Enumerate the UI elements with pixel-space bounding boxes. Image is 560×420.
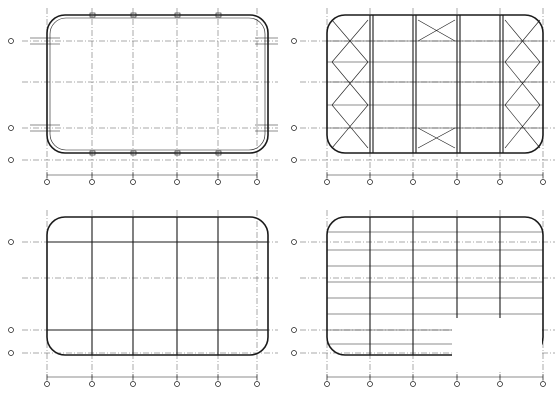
axis-bubbles-p3 <box>8 239 260 387</box>
floor-edge-p4 <box>326 216 544 356</box>
cross-bracing-p2 <box>331 19 541 149</box>
purlins-p2 <box>327 40 543 129</box>
main-trusses-p2 <box>369 15 504 153</box>
dimension-line-p3 <box>46 374 258 380</box>
edge-beam-p1 <box>49 17 266 151</box>
dimension-line-p4 <box>326 374 544 380</box>
dimension-line-p2 <box>326 172 544 178</box>
grid-axes-p1 <box>22 8 278 185</box>
panel-floor-frame <box>8 210 278 387</box>
roof-edge-p2 <box>326 14 544 154</box>
note-block-p4 <box>452 318 542 370</box>
axis-bubbles-p1 <box>8 38 260 185</box>
floor-edge-p3 <box>46 216 269 356</box>
purlins-p4 <box>327 231 543 345</box>
dimension-line-p1 <box>46 172 258 178</box>
roof-edge-p1 <box>46 14 269 154</box>
column-ties-p1 <box>30 12 278 156</box>
panel-roof-outline <box>8 8 278 185</box>
panel-floor-purlins <box>291 210 555 387</box>
panel-roof-bracing <box>291 8 555 185</box>
grid-axes-p3 <box>22 210 278 385</box>
axis-bubbles-p4 <box>291 239 546 387</box>
axis-bubbles-p2 <box>291 38 546 185</box>
frame-beams-p3 <box>47 217 268 355</box>
